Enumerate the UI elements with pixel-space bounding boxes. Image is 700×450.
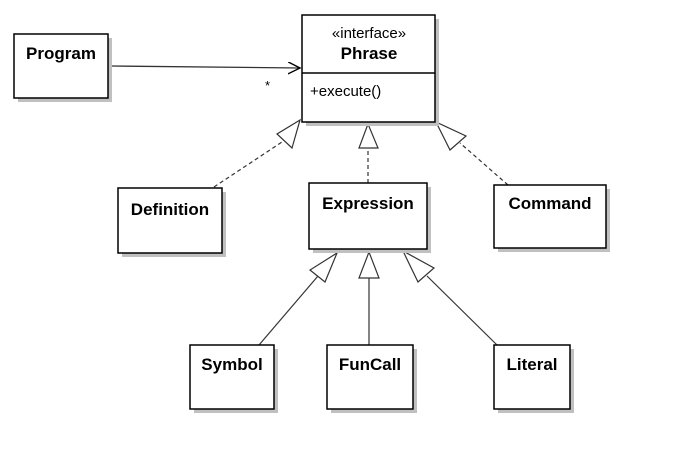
class-label-command: Command [508, 194, 591, 213]
class-program: Program [13, 33, 112, 102]
class-label-literal: Literal [506, 355, 557, 374]
realization-command-phrase [459, 142, 509, 186]
class-funcall: FunCall [326, 344, 417, 413]
generalization-symbol-expression [258, 275, 319, 346]
class-command: Command [493, 184, 610, 252]
interface-operation: +execute() [310, 83, 381, 100]
interface-phrase: «interface» Phrase +execute() [301, 14, 439, 126]
class-label-definition: Definition [131, 200, 209, 219]
realization-arrowhead-definition [276, 118, 301, 150]
generalization-arrowhead-funcall [358, 250, 380, 279]
class-literal: Literal [493, 344, 574, 413]
generalization-literal-expression [426, 275, 498, 346]
class-label-expression: Expression [322, 194, 414, 213]
realization-arrowhead-expression [358, 122, 379, 149]
association-program-phrase [110, 66, 300, 68]
class-expression: Expression [308, 182, 431, 253]
realization-arrowhead-command [434, 120, 468, 151]
class-definition: Definition [117, 187, 226, 257]
multiplicity-label: * [265, 78, 270, 93]
class-label-program: Program [26, 44, 96, 63]
realization-definition-phrase [213, 139, 286, 188]
generalization-arrowhead-symbol [308, 251, 339, 283]
interface-name: Phrase [341, 44, 398, 63]
interface-stereotype: «interface» [332, 25, 406, 42]
class-label-funcall: FunCall [339, 355, 401, 374]
generalization-arrowhead-literal [401, 249, 436, 283]
class-symbol: Symbol [189, 344, 278, 413]
class-label-symbol: Symbol [201, 355, 262, 374]
